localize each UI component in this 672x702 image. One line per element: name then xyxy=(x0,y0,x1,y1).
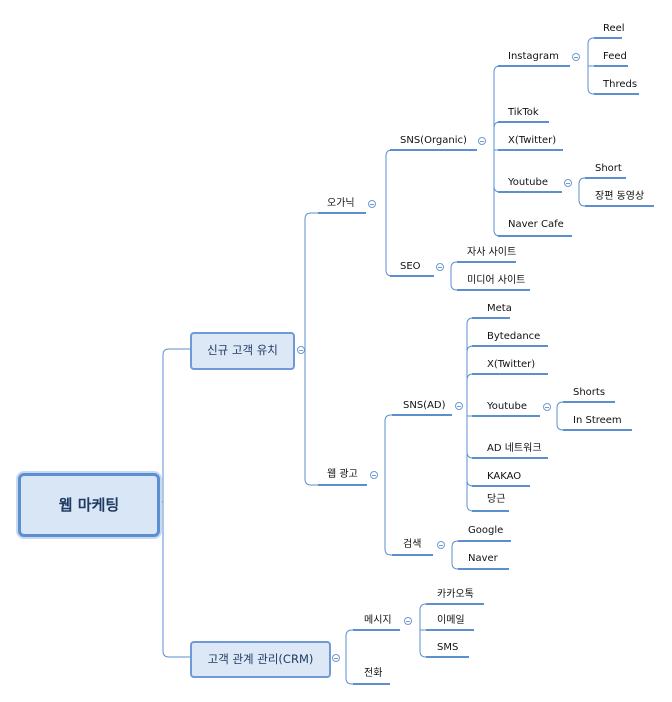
node-instagram[interactable]: Instagram xyxy=(508,51,559,62)
node-naver-cafe[interactable]: Naver Cafe xyxy=(508,219,564,230)
node-kakao[interactable]: KAKAO xyxy=(487,471,522,482)
connector-line xyxy=(384,485,392,556)
node-feed[interactable]: Feed xyxy=(603,51,627,62)
branch-acquisition-node[interactable]: 신규 고객 유치 xyxy=(190,332,295,370)
collapse-toggle-icon[interactable] xyxy=(543,403,551,411)
node-organic[interactable]: 오가닉 xyxy=(327,198,355,209)
node-underlines xyxy=(318,37,654,685)
collapse-toggle-icon[interactable] xyxy=(332,654,340,662)
connector-line xyxy=(162,502,190,658)
connector-line xyxy=(578,192,586,207)
node-short[interactable]: Short xyxy=(595,163,622,174)
connector-line xyxy=(466,415,474,459)
node-sns-ad[interactable]: SNS(AD) xyxy=(403,400,446,411)
branch-crm-node[interactable]: 고객 관계 관리(CRM) xyxy=(190,641,331,678)
connector-line xyxy=(466,415,474,512)
connector-line xyxy=(419,630,427,658)
node-youtube-ad[interactable]: Youtube xyxy=(487,401,527,412)
node-x-twitter-ad[interactable]: X(Twitter) xyxy=(487,359,536,370)
connector-line xyxy=(556,401,564,416)
node-seo[interactable]: SEO xyxy=(400,261,421,272)
node-kakaotalk[interactable]: 카카오톡 xyxy=(437,589,474,600)
node-sms[interactable]: SMS xyxy=(437,642,459,653)
node-ad-network[interactable]: AD 네트워크 xyxy=(487,443,542,454)
collapse-toggle-icon[interactable] xyxy=(572,53,580,61)
node-youtube-organic[interactable]: Youtube xyxy=(508,177,548,188)
connector-line xyxy=(162,348,190,502)
collapse-toggle-icon[interactable] xyxy=(455,402,463,410)
node-bytedance[interactable]: Bytedance xyxy=(487,331,541,342)
connector-line xyxy=(345,658,353,685)
node-email[interactable]: 이메일 xyxy=(437,615,465,626)
connector-line xyxy=(304,212,318,350)
connector-line xyxy=(451,540,459,555)
connector-line xyxy=(385,149,393,213)
connector-line xyxy=(493,65,501,150)
collapse-toggle-icon[interactable] xyxy=(437,541,445,549)
node-own-site[interactable]: 자사 사이트 xyxy=(467,247,517,258)
connector-line xyxy=(556,416,564,431)
collapse-toggle-icon[interactable] xyxy=(436,263,444,271)
connector-line xyxy=(384,414,392,485)
connector-line xyxy=(493,150,501,193)
connector-line xyxy=(419,603,427,630)
connector-line xyxy=(451,555,459,570)
node-danggeun[interactable]: 당근 xyxy=(487,494,506,505)
connector-line xyxy=(345,629,353,658)
node-x-twitter-organic[interactable]: X(Twitter) xyxy=(508,135,557,146)
connector-line xyxy=(578,177,586,192)
connector-line xyxy=(466,345,474,415)
node-google[interactable]: Google xyxy=(468,525,504,536)
collapse-toggle-icon[interactable] xyxy=(564,179,572,187)
collapse-toggle-icon[interactable] xyxy=(370,471,378,479)
connector-line xyxy=(466,373,474,415)
node-reel[interactable]: Reel xyxy=(603,23,625,34)
node-in-streem[interactable]: In Streem xyxy=(573,415,622,426)
collapse-toggle-icon[interactable] xyxy=(404,617,412,625)
connector-line xyxy=(450,276,458,291)
connector-line xyxy=(587,37,595,66)
collapse-toggle-icon[interactable] xyxy=(368,200,376,208)
node-threds[interactable]: Threds xyxy=(603,79,638,90)
node-web-ads[interactable]: 웹 광고 xyxy=(327,469,358,480)
connector-line xyxy=(304,350,318,486)
connector-line xyxy=(466,414,472,417)
node-shorts[interactable]: Shorts xyxy=(573,387,606,398)
connector-line xyxy=(385,213,393,277)
collapse-toggle-icon[interactable] xyxy=(478,137,486,145)
node-message[interactable]: 메시지 xyxy=(364,615,392,626)
node-meta[interactable]: Meta xyxy=(487,303,512,314)
node-phone[interactable]: 전화 xyxy=(364,668,383,679)
connector-line xyxy=(466,317,474,415)
root-node[interactable]: 웹 마케팅 xyxy=(18,473,160,537)
node-media-site[interactable]: 미디어 사이트 xyxy=(467,275,526,286)
node-tiktok[interactable]: TikTok xyxy=(508,107,539,118)
collapse-toggle-icon[interactable] xyxy=(297,346,305,354)
node-naver[interactable]: Naver xyxy=(468,553,498,564)
connector-line xyxy=(450,261,458,276)
node-search[interactable]: 검색 xyxy=(403,539,422,550)
connector-line xyxy=(466,415,474,487)
node-long-video[interactable]: 장편 동영상 xyxy=(595,191,645,202)
connector-line xyxy=(587,66,595,95)
connector-line xyxy=(493,121,501,150)
node-sns-organic[interactable]: SNS(Organic) xyxy=(400,135,467,146)
